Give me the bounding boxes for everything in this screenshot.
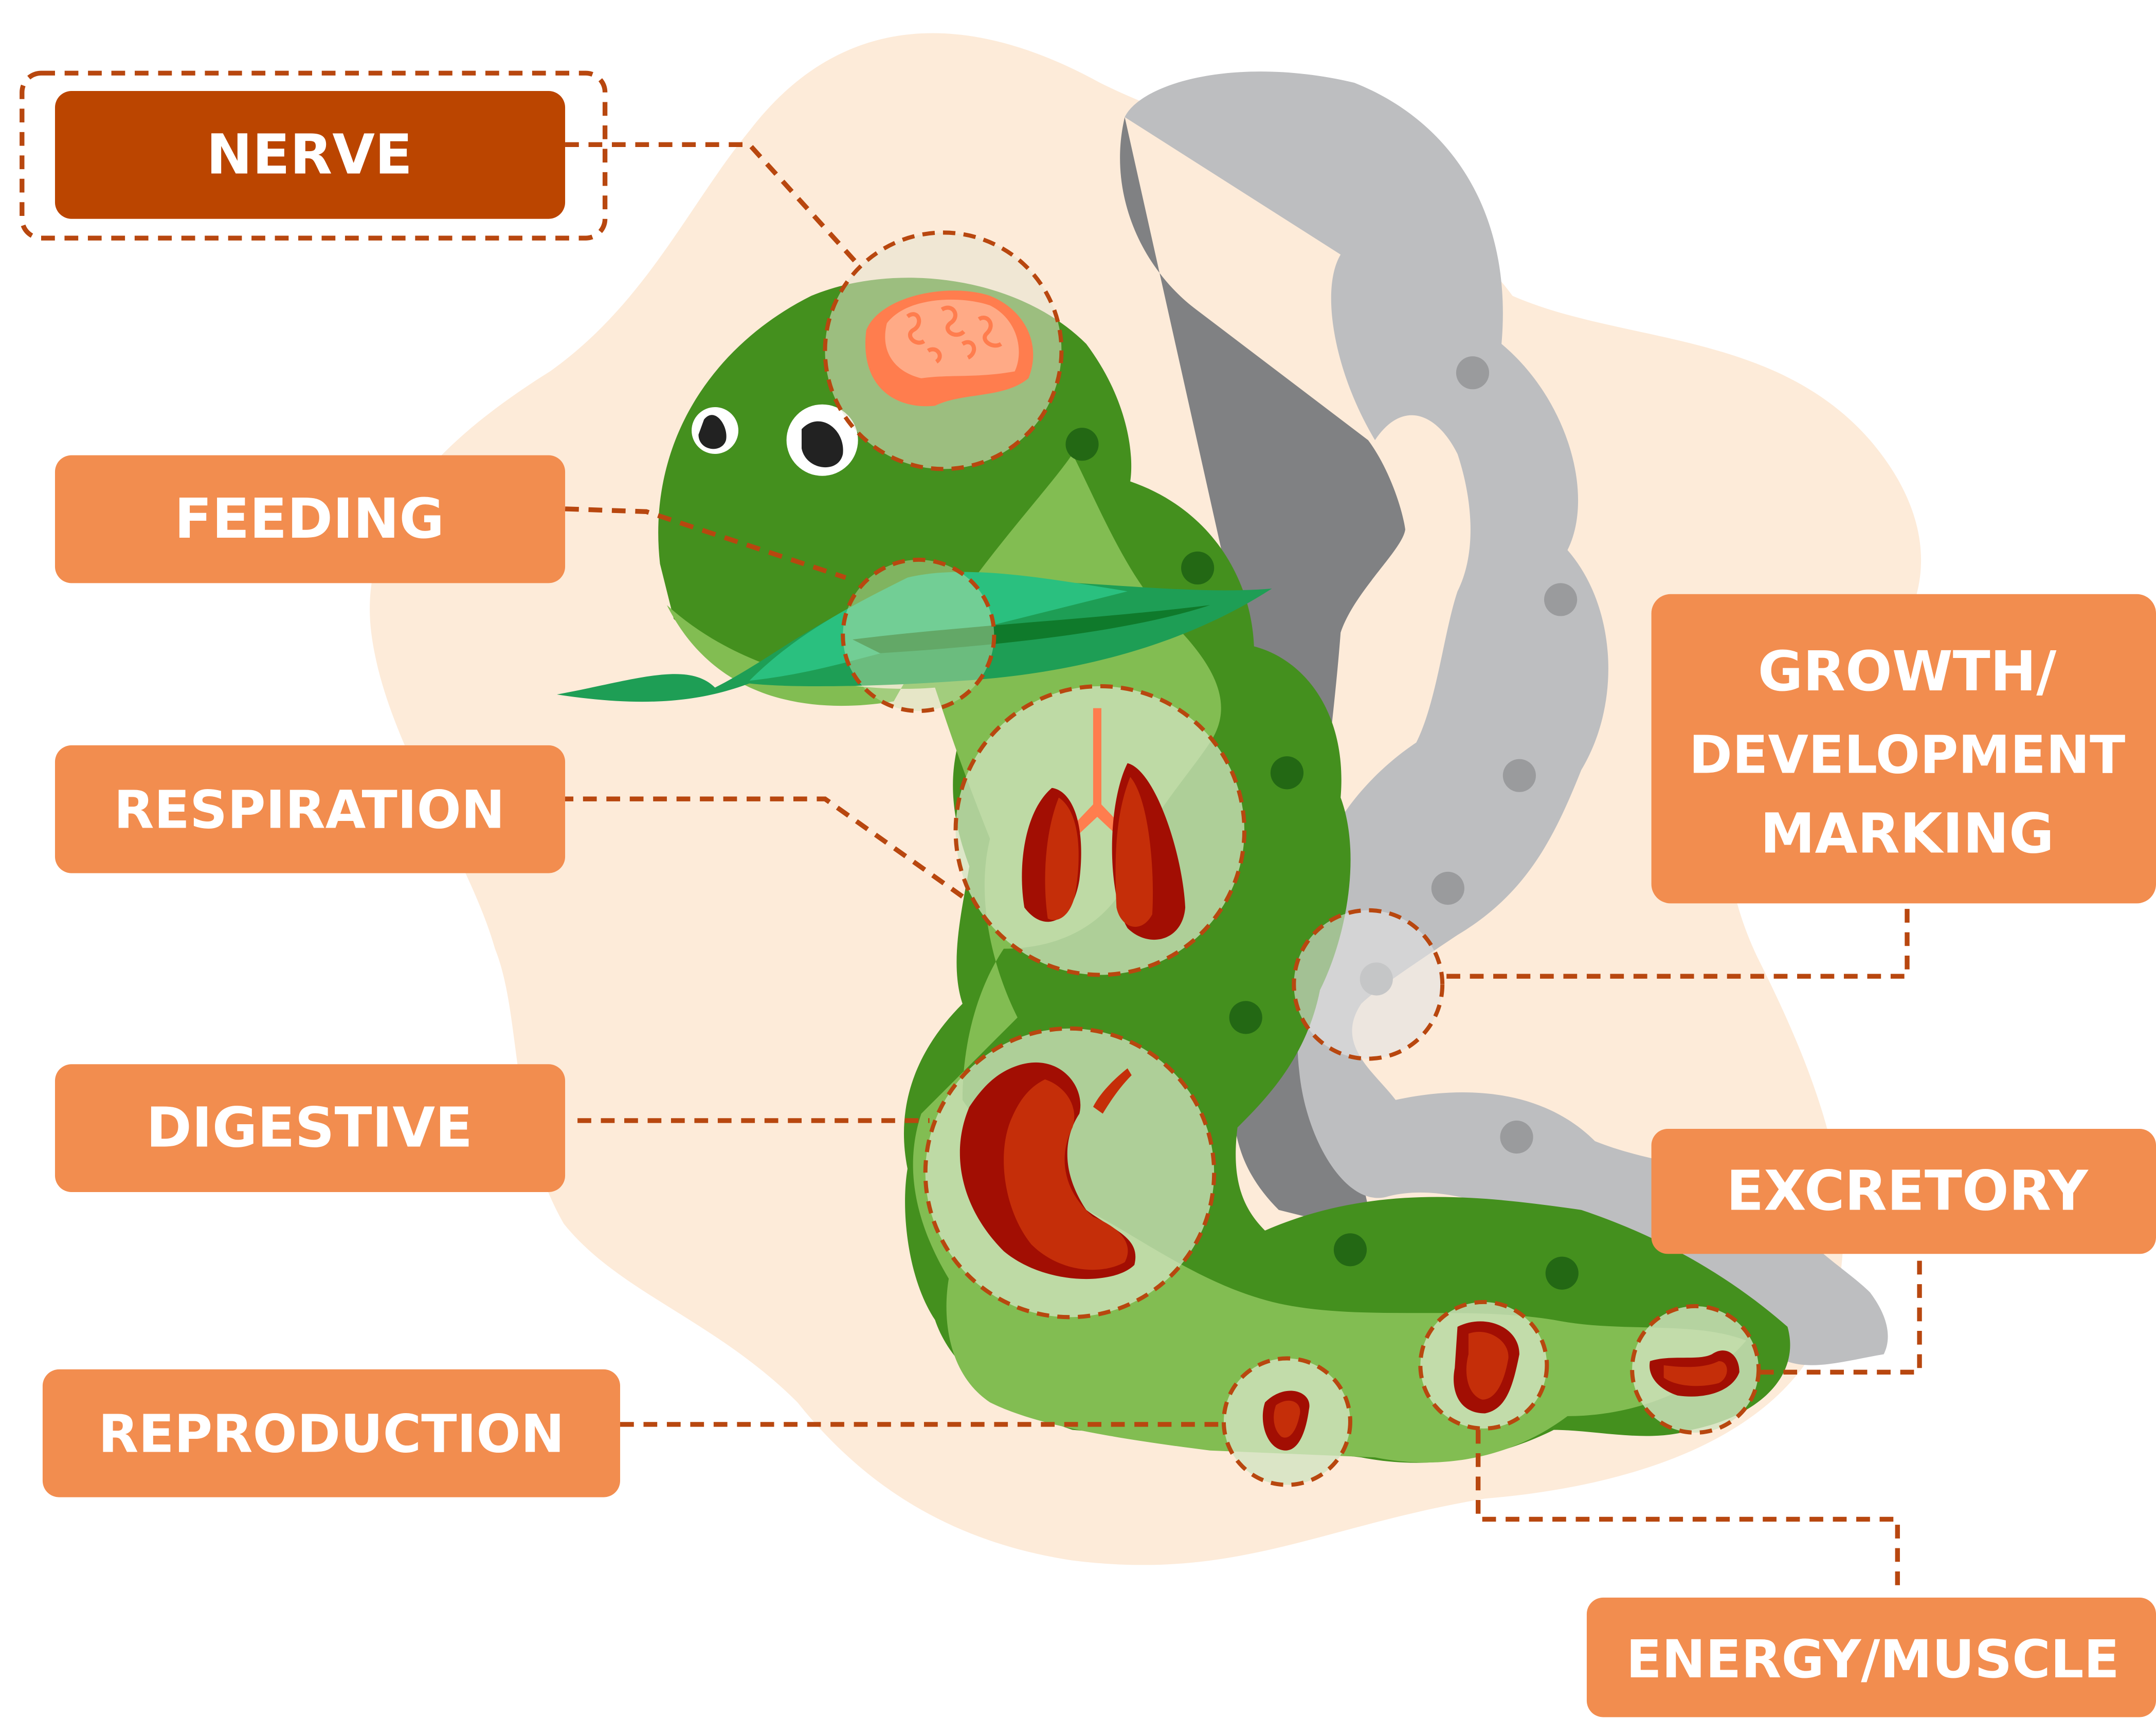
label-growth-line1: GROWTH/ bbox=[1758, 640, 2057, 704]
shed-skin-light bbox=[1125, 71, 1888, 1365]
excretory-organ bbox=[1650, 1350, 1740, 1397]
label-reproduction-text: REPRODUCTION bbox=[98, 1403, 565, 1464]
growth-circle bbox=[1292, 908, 1445, 1061]
body-spots bbox=[1065, 428, 1579, 1290]
label-excretory[interactable]: EXCRETORY bbox=[1651, 1128, 2156, 1254]
label-respiration[interactable]: RESPIRATION bbox=[55, 745, 566, 873]
label-energy[interactable]: ENERGY/MUSCLE bbox=[1586, 1597, 2156, 1717]
feeding-leader bbox=[565, 506, 847, 580]
reproduction-organ bbox=[1262, 1390, 1310, 1451]
label-growth-line3: MARKING bbox=[1760, 802, 2054, 866]
label-reproduction[interactable]: REPRODUCTION bbox=[42, 1369, 621, 1497]
label-feeding[interactable]: FEEDING bbox=[55, 455, 566, 583]
energy-leader bbox=[1475, 1430, 1900, 1595]
respiration-leader bbox=[536, 796, 964, 899]
leader-lines bbox=[536, 142, 1922, 1595]
label-digestive-text: DIGESTIVE bbox=[146, 1096, 473, 1160]
brain-icon bbox=[865, 290, 1034, 407]
excretory-leader bbox=[1760, 1254, 1922, 1375]
energy-organ bbox=[1454, 1321, 1519, 1414]
label-digestive[interactable]: DIGESTIVE bbox=[55, 1064, 566, 1192]
label-respiration-text: RESPIRATION bbox=[114, 779, 505, 840]
eyes bbox=[692, 404, 858, 476]
label-growth[interactable]: GROWTH/ DEVELOPMENT MARKING bbox=[1651, 594, 2156, 904]
label-nerve-text: NERVE bbox=[206, 123, 412, 187]
label-excretory-text: EXCRETORY bbox=[1726, 1160, 2089, 1223]
feeding-circle bbox=[841, 557, 997, 713]
stomach-icon bbox=[959, 1062, 1136, 1279]
label-energy-text: ENERGY/MUSCLE bbox=[1626, 1629, 2119, 1690]
nerve-leader bbox=[565, 142, 857, 263]
growth-leader bbox=[1446, 903, 1910, 979]
leaf-icon bbox=[557, 572, 1272, 702]
label-nerve[interactable]: NERVE bbox=[20, 70, 608, 241]
label-feeding-text: FEEDING bbox=[174, 487, 444, 551]
label-growth-line2: DEVELOPMENT bbox=[1689, 724, 2126, 785]
lungs-icon bbox=[1022, 708, 1186, 940]
